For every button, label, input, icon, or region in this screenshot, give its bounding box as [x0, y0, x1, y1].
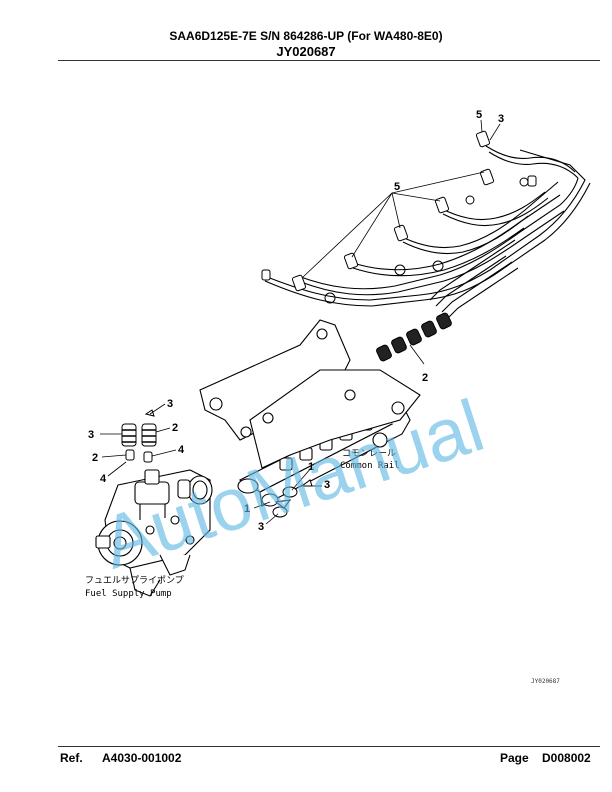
- callout-2-pump-right: 2: [172, 422, 178, 434]
- footer-rule: [58, 746, 600, 747]
- rail-plug-parts: [261, 479, 313, 518]
- common-rail-label-jp: コモンレール: [342, 449, 396, 459]
- common-rail-label-en: Common Rail: [340, 461, 400, 471]
- callout-2-rail: 2: [422, 372, 428, 384]
- callout-3-top: 3: [498, 113, 504, 125]
- pipe-nuts-upper: [261, 130, 537, 292]
- page-value: D008002: [542, 751, 591, 765]
- callout-5-top: 5: [476, 109, 482, 121]
- ref-label: Ref.: [60, 751, 83, 765]
- rail-fittings: [376, 312, 452, 362]
- header-rule: [58, 60, 600, 61]
- pipe-clamps: [324, 177, 529, 304]
- pump-fittings: [121, 409, 157, 463]
- callout-5-pipes: 5: [394, 181, 400, 193]
- fuel-supply-pump: [95, 469, 213, 597]
- document-part-number: JY020687: [276, 44, 336, 59]
- callout-3-rail-lower: 3: [258, 521, 264, 533]
- mounting-bracket: [199, 319, 421, 469]
- callout-2-pump-left: 2: [92, 452, 98, 464]
- ref-value: A4030-001002: [102, 751, 182, 765]
- document-title: SAA6D125E-7E S/N 864286-UP (For WA480-8E…: [169, 29, 443, 43]
- leader-lines: [100, 119, 501, 525]
- callout-3-rail-upper: 3: [324, 479, 330, 491]
- callout-3-pump-top: 3: [167, 398, 173, 410]
- fuel-pump-label-jp: フュエルサプライポンプ: [85, 575, 184, 586]
- callout-4-pump-left: 4: [100, 473, 107, 485]
- exploded-parts-drawing: 5 3 5 2 3 2 3 2 4 4 1 3 1 3 コモンレール Commo…: [85, 109, 591, 685]
- callout-1-rail-lower: 1: [244, 503, 250, 515]
- drawing-id-label: JY020687: [531, 678, 560, 685]
- callout-labels: 5 3 5 2 3 2 3 2 4 4 1 3 1 3: [88, 109, 504, 533]
- callout-4-pump-right: 4: [178, 444, 185, 456]
- callout-1-rail-upper: 1: [308, 461, 314, 473]
- fuel-pump-label-en: Fuel Supply Pump: [85, 589, 172, 599]
- page-label: Page: [500, 751, 529, 765]
- injection-pipes: [261, 145, 591, 319]
- callout-3-pump-left: 3: [88, 429, 94, 441]
